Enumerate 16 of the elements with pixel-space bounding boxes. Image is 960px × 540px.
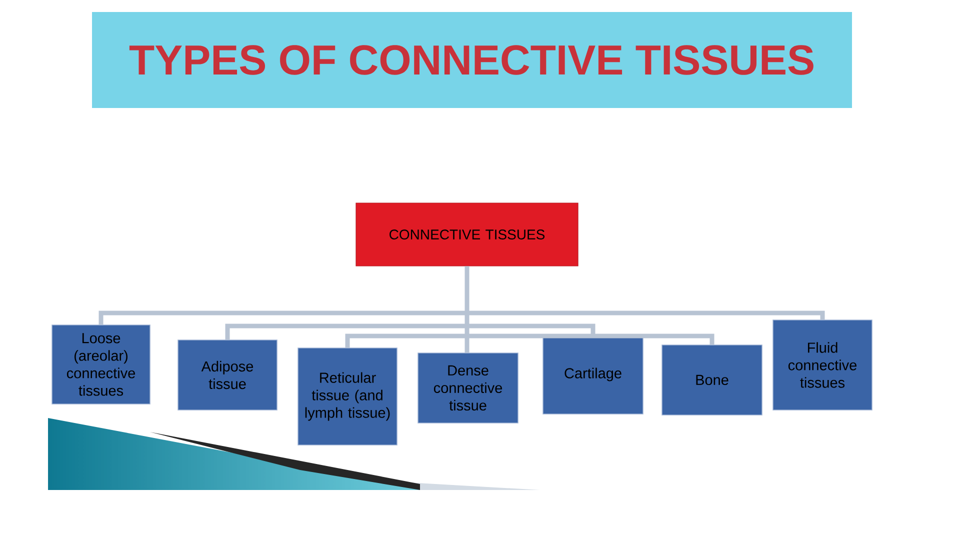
category-box: Loose (areolar) connective tissues: [52, 324, 150, 404]
connector-line: [98, 310, 467, 325]
category-box: Adipose tissue: [178, 340, 278, 410]
category-box: Fluid connective tissues: [772, 320, 872, 410]
connector-line: [464, 266, 470, 353]
title: TYPES OF CONNECTIVE TISSUES: [92, 12, 852, 108]
connector-line: [467, 324, 596, 335]
connector-line: [345, 334, 467, 348]
root-box: CONNECTIVE TISSUES: [356, 202, 578, 266]
category-box: Reticular tissue (and lymph tissue): [298, 348, 398, 446]
category-box: Cartilage: [542, 334, 644, 414]
connector-line: [225, 324, 467, 340]
category-box: Dense connective tissue: [418, 352, 518, 424]
category-box: Bone: [662, 344, 762, 416]
connector-line: [467, 334, 714, 345]
connector-line: [467, 310, 825, 320]
